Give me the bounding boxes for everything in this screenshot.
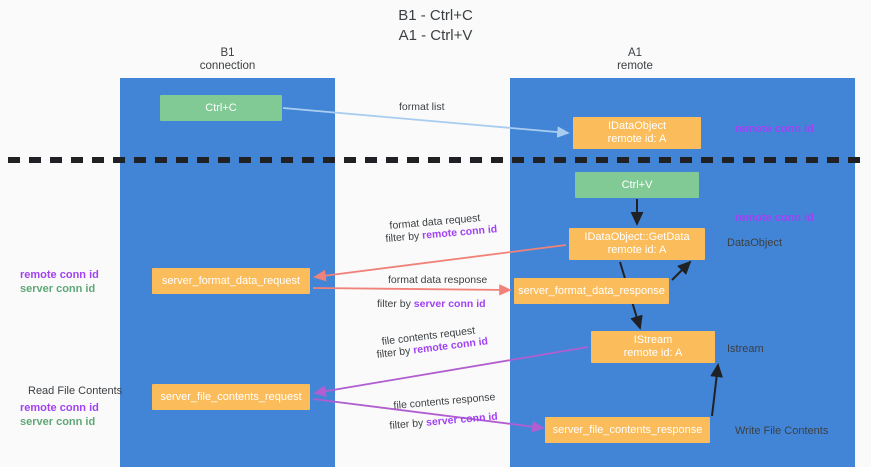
- filter-prefix: filter by: [385, 229, 423, 245]
- annotation-istream: Istream: [727, 343, 764, 355]
- annotation-remote-conn-id-top: remote conn id: [735, 123, 814, 135]
- node-idataobject-line2: remote id: A: [607, 133, 667, 145]
- annotation-remote-conn-id-left-2: remote conn id: [20, 402, 99, 414]
- filter-key-server-conn-id: server conn id: [425, 410, 499, 429]
- annotation-left-conn-ids-top: remote conn id server conn id: [20, 268, 99, 296]
- column-header-b1-role: connection: [199, 60, 256, 72]
- node-istream-line2: remote id: A: [623, 347, 683, 359]
- node-server-format-data-response[interactable]: server_format_data_response: [514, 278, 669, 304]
- annotation-remote-conn-id-left-1: remote conn id: [20, 269, 99, 281]
- node-idataobject[interactable]: IDataObject remote id: A: [573, 117, 701, 149]
- column-header-a1-name: A1: [627, 47, 643, 59]
- node-ctrl-c[interactable]: Ctrl+C: [160, 95, 282, 121]
- annotation-server-conn-id-left-1: server conn id: [20, 283, 96, 295]
- annotation-read-file-contents: Read File Contents: [28, 385, 123, 397]
- annotation-left-conn-ids-bottom: remote conn id server conn id: [20, 401, 99, 429]
- node-server-file-contents-request[interactable]: server_file_contents_request: [152, 384, 310, 410]
- filter-prefix: filter by: [377, 298, 414, 310]
- node-server-file-contents-request-label: server_file_contents_request: [160, 390, 302, 403]
- node-ctrl-v[interactable]: Ctrl+V: [575, 172, 699, 198]
- title-line-2: A1 - Ctrl+V: [398, 27, 473, 44]
- node-istream-line1: IStream: [633, 334, 673, 346]
- node-server-format-data-request[interactable]: server_format_data_request: [152, 268, 310, 294]
- arrow-format-data-response: [312, 284, 512, 296]
- edge-label-format-data-response-filter: filter by server conn id: [377, 298, 486, 311]
- node-idataobject-line1: IDataObject: [607, 120, 667, 132]
- node-getdata-line2: remote id: A: [607, 244, 667, 256]
- filter-key-server-conn-id: server conn id: [413, 298, 486, 310]
- edge-label-file-contents-response: file contents response: [393, 391, 496, 412]
- filter-prefix: filter by: [389, 416, 427, 432]
- node-server-file-contents-response[interactable]: server_file_contents_response: [545, 417, 710, 443]
- annotation-server-conn-id-left-2: server conn id: [20, 416, 96, 428]
- column-header-a1: A1 remote: [555, 47, 715, 73]
- annotation-remote-conn-id-mid: remote conn id: [735, 212, 814, 224]
- node-istream[interactable]: IStream remote id: A: [591, 331, 715, 363]
- node-getdata-line1: IDataObject::GetData: [584, 231, 690, 243]
- title-line-1: B1 - Ctrl+C: [398, 7, 473, 24]
- annotation-dataobject: DataObject: [727, 237, 783, 249]
- node-ctrl-v-label: Ctrl+V: [621, 178, 653, 191]
- edge-label-format-list: format list: [399, 101, 445, 113]
- node-server-format-data-request-label: server_format_data_request: [161, 274, 301, 287]
- node-idataobject-getdata[interactable]: IDataObject::GetData remote id: A: [569, 228, 705, 260]
- annotation-write-file-contents: Write File Contents: [735, 425, 829, 437]
- edge-label-format-data-response: format data response: [388, 274, 488, 286]
- column-header-b1: B1 connection: [150, 47, 305, 73]
- node-server-format-data-response-label: server_format_data_response: [518, 284, 665, 297]
- node-server-file-contents-response-label: server_file_contents_response: [552, 423, 703, 436]
- node-ctrl-c-label: Ctrl+C: [205, 101, 237, 114]
- page-title: B1 - Ctrl+C A1 - Ctrl+V: [0, 6, 871, 46]
- edge-label-file-contents-response-filter: filter by server conn id: [389, 411, 498, 433]
- column-header-a1-role: remote: [617, 60, 653, 72]
- column-header-b1-name: B1: [220, 47, 235, 59]
